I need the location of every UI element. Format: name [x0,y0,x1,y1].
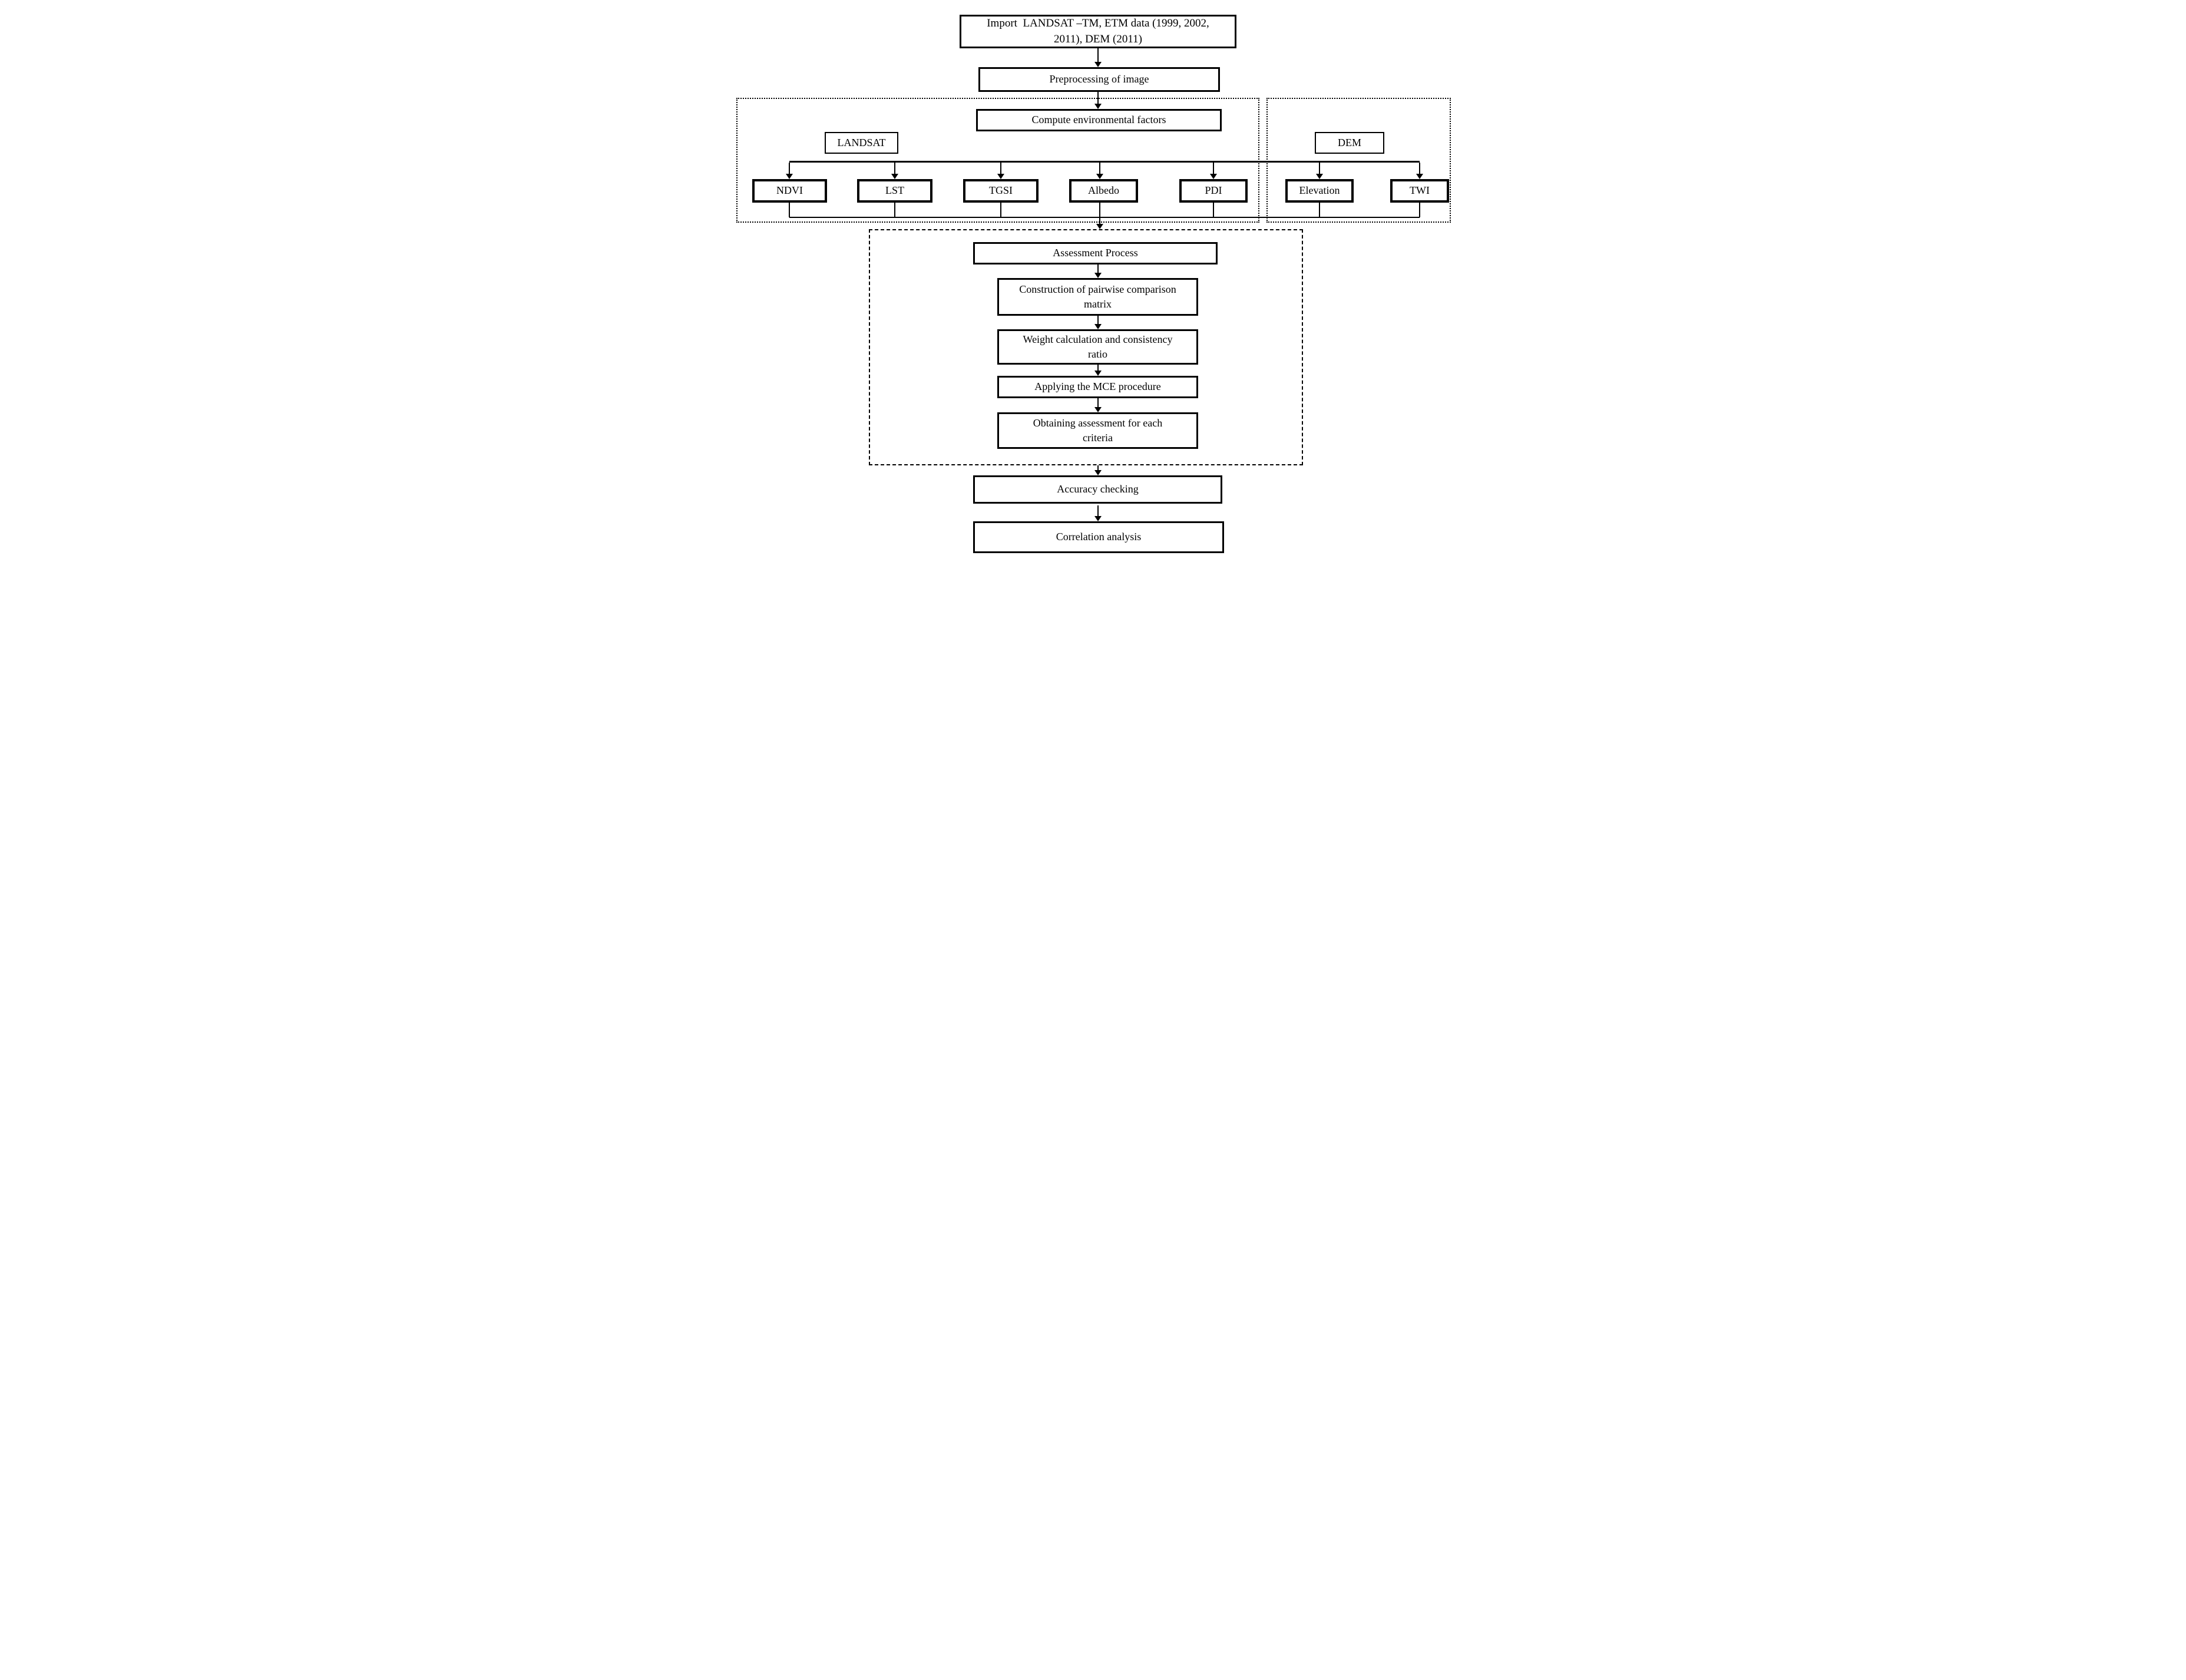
factor-box-tgsi: TGSI [963,179,1039,203]
arrow-head-import-to-preprocessing [1094,62,1102,67]
obtaining-assessment-box: Obtaining assessment for each criteria [997,412,1198,449]
flowchart-canvas: Import LANDSAT –TM, ETM data (1999, 2002… [729,0,1457,560]
import-data-box: Import LANDSAT –TM, ETM data (1999, 2002… [960,15,1236,48]
stub-tgsi-to-collector [1000,203,1001,217]
arrow-head-to-pdi [1210,174,1217,179]
arrow-stem-mce-to-obtaining [1097,398,1099,407]
arrow-head-to-albedo [1096,174,1103,179]
arrow-stem-weight-to-mce [1097,365,1099,371]
stub-pdi-to-collector [1213,203,1214,217]
arrow-stem-to-pdi [1213,163,1214,174]
arrow-head-to-twi [1416,174,1423,179]
arrow-stem-group-to-accuracy [1097,465,1099,470]
factor-box-albedo: Albedo [1069,179,1138,203]
stub-elevation-to-collector [1319,203,1320,217]
stub-ndvi-to-collector [789,203,790,217]
arrow-head-to-tgsi [997,174,1004,179]
arrow-head-factors-to-assessment-group [1096,224,1103,229]
pairwise-comparison-matrix-box: Construction of pairwise comparison matr… [997,278,1198,316]
mce-procedure-box: Applying the MCE procedure [997,376,1198,398]
arrow-head-assessment-to-construction [1094,273,1102,278]
accuracy-checking-box: Accuracy checking [973,475,1222,504]
weight-consistency-ratio-box: Weight calculation and consistency ratio [997,329,1198,365]
arrow-head-to-lst [891,174,898,179]
factor-box-lst: LST [857,179,932,203]
arrow-stem-to-twi [1419,163,1420,174]
arrow-stem-assessment-to-construction [1097,264,1099,273]
factor-box-ndvi: NDVI [752,179,827,203]
arrow-stem-factors-to-assessment-group [1099,203,1100,224]
stub-twi-to-collector [1419,203,1420,217]
arrow-head-group-to-accuracy [1094,470,1102,475]
stub-lst-to-collector [894,203,895,217]
correlation-analysis-box: Correlation analysis [973,521,1224,553]
arrow-stem-import-to-preprocessing [1097,48,1099,62]
dem-label-box: DEM [1315,132,1384,154]
arrow-head-accuracy-to-correlation [1094,516,1102,521]
arrow-stem-construction-to-weight [1097,316,1099,324]
arrow-stem-to-elevation [1319,163,1320,174]
arrow-stem-preprocessing-to-compute [1097,92,1099,104]
arrow-head-to-elevation [1316,174,1323,179]
arrow-stem-to-ndvi [789,163,790,174]
compute-environmental-factors-box: Compute environmental factors [976,109,1222,131]
landsat-label-box: LANDSAT [825,132,898,154]
factor-box-pdi: PDI [1179,179,1248,203]
factor-collector-line [789,217,1420,218]
preprocessing-box: Preprocessing of image [978,67,1220,92]
factor-box-elevation: Elevation [1285,179,1354,203]
arrow-head-preprocessing-to-compute [1094,104,1102,109]
factor-box-twi: TWI [1390,179,1449,203]
assessment-process-box: Assessment Process [973,242,1218,264]
arrow-head-construction-to-weight [1094,324,1102,329]
arrow-stem-accuracy-to-correlation [1097,505,1099,516]
arrow-stem-to-lst [894,163,895,174]
arrow-head-mce-to-obtaining [1094,407,1102,412]
factor-distribution-line [789,161,1420,163]
arrow-stem-to-tgsi [1000,163,1001,174]
dem-factors-group-border [1266,98,1451,223]
landsat-factors-group-border [736,98,1259,223]
arrow-head-weight-to-mce [1094,371,1102,376]
assessment-process-group-border [869,229,1303,465]
arrow-stem-to-albedo [1099,163,1100,174]
arrow-head-to-ndvi [786,174,793,179]
